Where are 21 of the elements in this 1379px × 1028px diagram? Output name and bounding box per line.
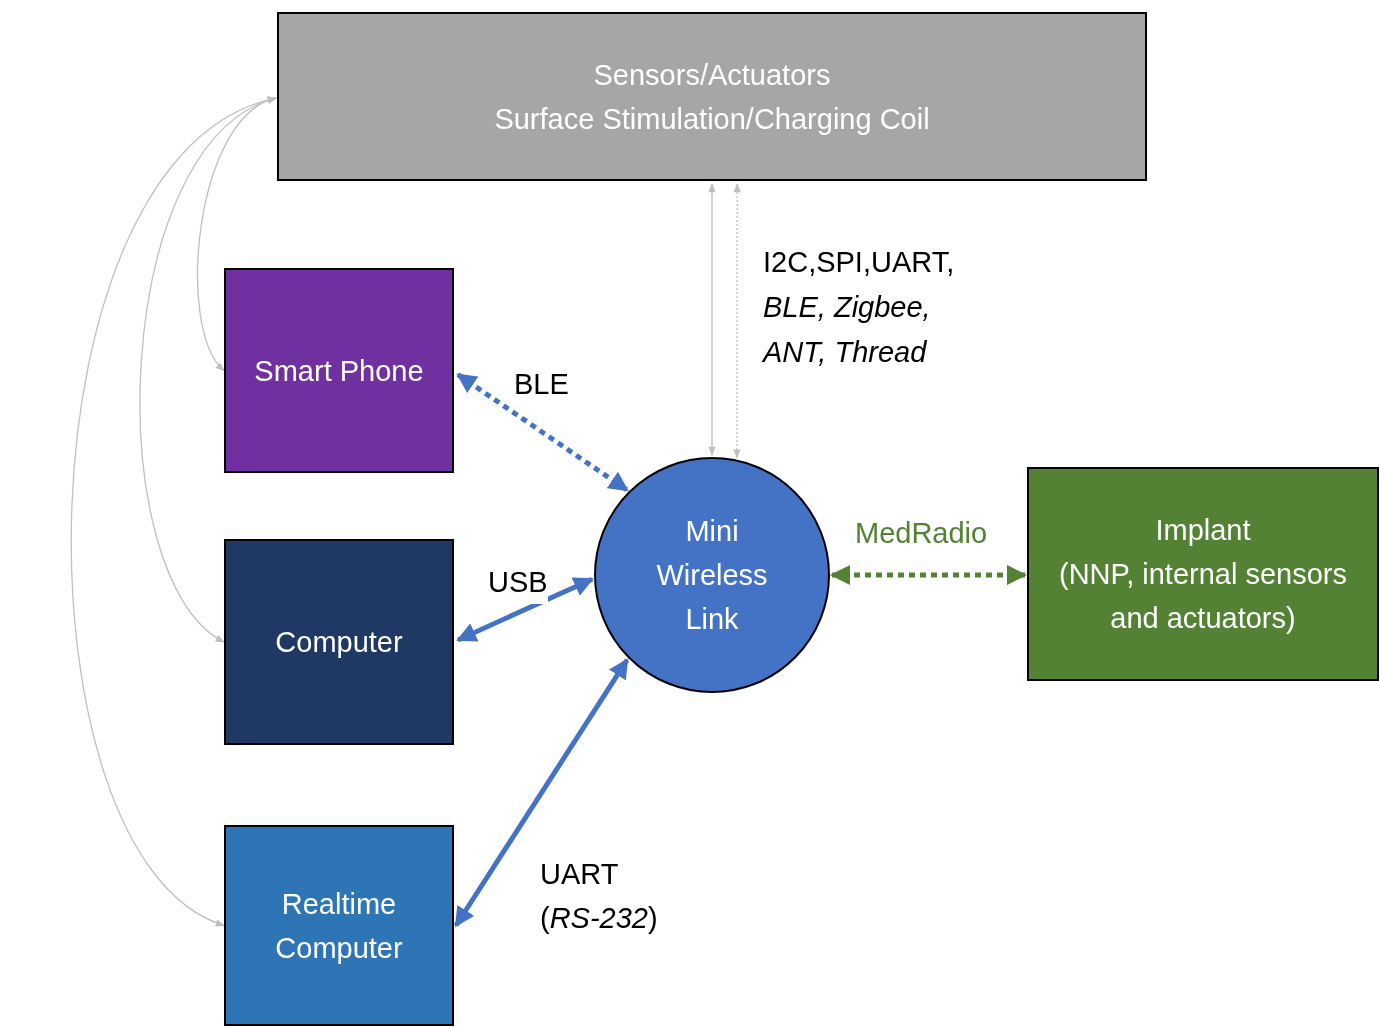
arrow	[456, 372, 629, 493]
node-label: Implant	[1155, 513, 1251, 548]
node-label: Surface Stimulation/Charging Coil	[494, 101, 930, 137]
protocol-label: I2C,SPI,UART, BLE, Zigbee, ANT, Thread	[763, 245, 956, 370]
process-box	[224, 268, 454, 473]
node-label: Sensors/Actuators	[593, 57, 831, 93]
process-box	[1027, 467, 1379, 681]
arrow	[71, 97, 277, 927]
arrow	[830, 565, 1027, 586]
node-label: Computer	[275, 625, 403, 660]
process-box	[224, 825, 454, 1026]
node-label: Mini Wireless Link	[655, 514, 769, 637]
node-label: Realtime Computer	[274, 886, 404, 966]
node-label: Smart Phone	[254, 353, 424, 389]
node-label: (NNP, internal sensors and actuators)	[1058, 557, 1348, 636]
arrow	[453, 658, 630, 928]
arrow	[456, 576, 594, 643]
arrow	[708, 183, 716, 456]
process-box	[224, 539, 454, 745]
process-box	[277, 12, 1147, 181]
arrow	[733, 183, 741, 459]
